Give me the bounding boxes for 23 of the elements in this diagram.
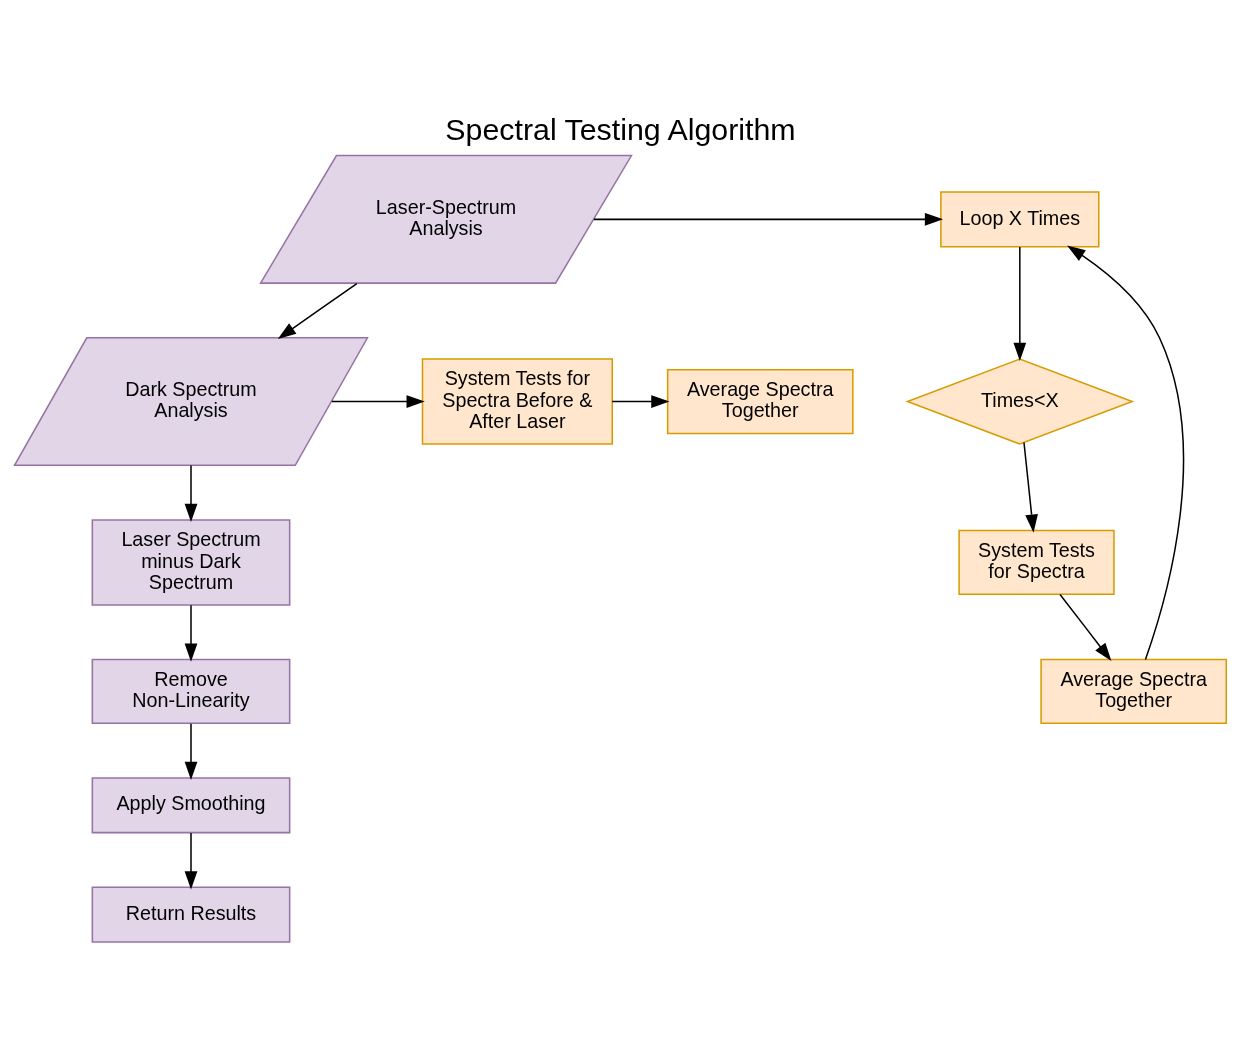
- node-box: System Tests for Spectra Before & After Laser: [421, 357, 613, 445]
- arrow: [277, 282, 358, 339]
- node-box: Laser Spectrum minus Dark Spectrum: [91, 518, 291, 606]
- node-diamond: Times<X: [905, 357, 1135, 445]
- node-box: Average Spectra Together: [666, 368, 854, 434]
- node-box: Apply Smoothing: [91, 776, 291, 833]
- diagram-title: Spectral Testing Algorithm: [445, 112, 796, 146]
- arrow: [184, 603, 198, 662]
- arrow: [611, 394, 670, 408]
- arrow: [331, 394, 425, 408]
- arrow: [1067, 245, 1185, 660]
- node-box: Average Spectra Together: [1040, 658, 1228, 724]
- arrow: [1023, 441, 1038, 533]
- arrow: [593, 212, 944, 226]
- arrow: [184, 722, 198, 780]
- arrow: [184, 831, 198, 889]
- node-box: System Tests for Spectra: [958, 529, 1115, 595]
- arrow: [184, 464, 198, 522]
- arrow: [1059, 593, 1112, 661]
- node-box: Remove Non-Linearity: [91, 658, 291, 724]
- node-box: Return Results: [91, 886, 291, 943]
- arrow: [1013, 245, 1027, 361]
- node-box: Loop X Times: [940, 190, 1100, 247]
